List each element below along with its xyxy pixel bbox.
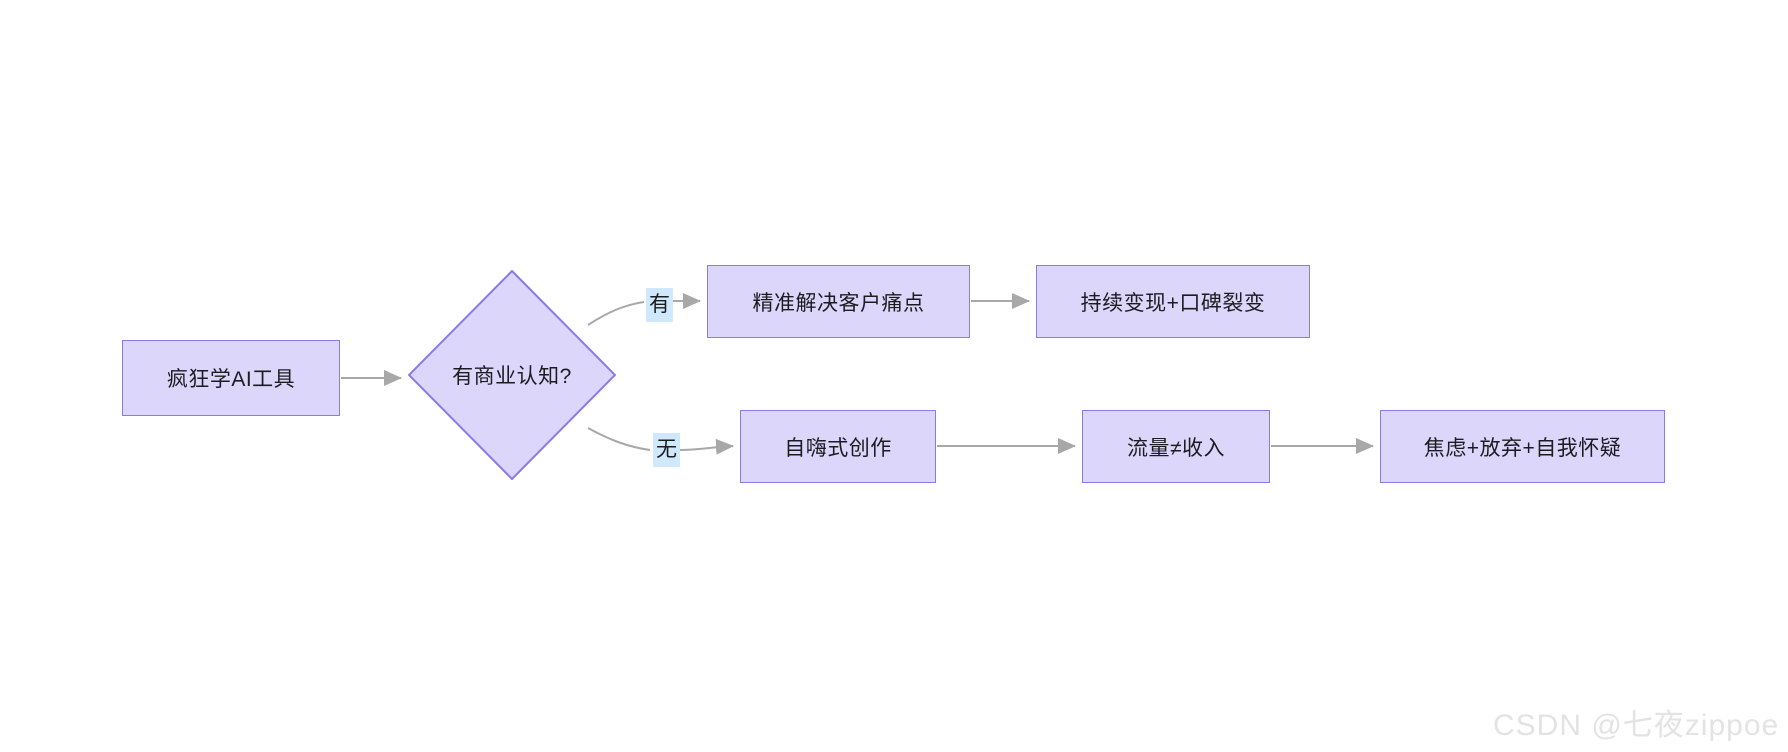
csdn-watermark: CSDN @七夜zippoe: [1493, 709, 1780, 742]
node-decision[interactable]: 有商业认知?: [408, 270, 616, 480]
node-start-label: 疯狂学AI工具: [166, 368, 296, 391]
node-no1-label: 自嗨式创作: [784, 436, 892, 460]
edge-label-yes: 有: [646, 288, 673, 323]
node-start[interactable]: 疯狂学AI工具: [122, 340, 340, 416]
node-yes2[interactable]: 持续变现+口碑裂变: [1036, 265, 1310, 338]
node-no1[interactable]: 自嗨式创作: [740, 410, 936, 483]
diamond-shape-icon: [408, 270, 616, 480]
node-decision-label: 有商业认知?: [452, 365, 572, 388]
edge-label-no: 无: [653, 433, 680, 468]
node-no3[interactable]: 焦虑+放弃+自我怀疑: [1380, 410, 1665, 483]
node-yes1[interactable]: 精准解决客户痛点: [707, 265, 970, 338]
node-yes2-label: 持续变现+口碑裂变: [1080, 291, 1266, 315]
node-no3-label: 焦虑+放弃+自我怀疑: [1423, 436, 1622, 460]
edge-no-label-to-no1: [678, 438, 734, 455]
node-yes1-label: 精准解决客户痛点: [752, 291, 925, 315]
node-no2-label: 流量≠收入: [1126, 436, 1226, 460]
node-no2[interactable]: 流量≠收入: [1082, 410, 1270, 483]
